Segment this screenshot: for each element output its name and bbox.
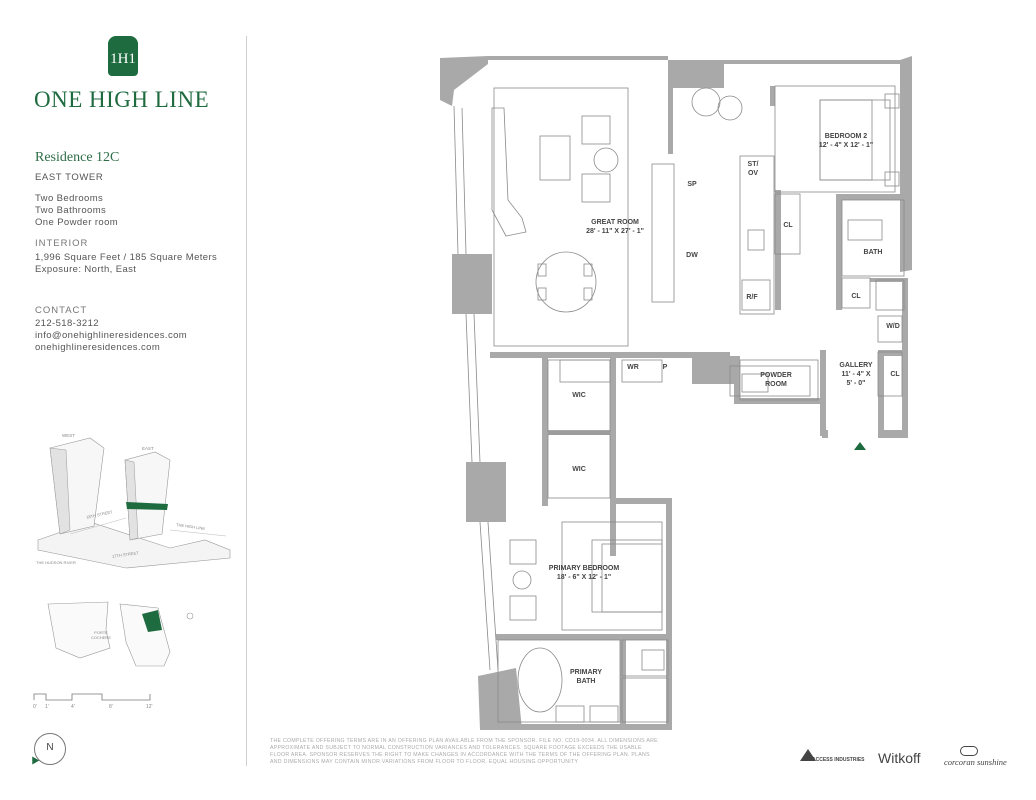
scale-mark: 1' xyxy=(45,704,49,710)
room-name: ROOM xyxy=(765,381,787,388)
legal-disclaimer: THE COMPLETE OFFERING TERMS ARE IN AN OF… xyxy=(270,738,658,765)
appliance-dw: DW xyxy=(686,252,698,259)
room-name: GREAT ROOM xyxy=(591,219,639,226)
room-bedroom-2: BEDROOM 2 12' - 4" X 12' - 1" xyxy=(796,132,896,150)
room-primary-bedroom: PRIMARY BEDROOM 18' - 6" X 12' - 1" xyxy=(528,564,640,582)
access-industries-logo-icon xyxy=(800,749,816,761)
floor-plan xyxy=(440,56,912,730)
brand-name: ONE HIGH LINE xyxy=(34,87,210,112)
room-closet: CL xyxy=(890,371,900,378)
contact-heading: CONTACT xyxy=(35,305,88,316)
appliance-st-ov: ST/ OV xyxy=(738,160,768,178)
contact-email[interactable]: info@onehighlineresidences.com xyxy=(35,330,188,341)
room-pantry: P xyxy=(662,364,668,371)
room-dims: 11' - 4" X xyxy=(841,371,871,378)
scale-bar xyxy=(33,693,151,701)
room-dims: 5' - 0" xyxy=(846,380,866,387)
feature-item: Two Bathrooms xyxy=(35,205,107,216)
interior-exposure: Exposure: North, East xyxy=(35,264,137,275)
room-dims: 12' - 4" X 12' - 1" xyxy=(818,142,874,149)
room-name: BEDROOM 2 xyxy=(824,133,868,140)
partner-corcoran-sunshine: corcoran sunshine xyxy=(944,757,1007,767)
room-name: POWDER xyxy=(760,372,792,379)
room-dims: 18' - 6" X 12' - 1" xyxy=(556,574,612,581)
scale-mark: 0' xyxy=(33,704,37,710)
scale-mark: 12' xyxy=(146,704,153,710)
room-closet: CL xyxy=(851,293,861,300)
room-wr: WR xyxy=(627,364,639,371)
room-dims: 28' - 11" X 27' - 1" xyxy=(586,228,644,235)
label-hudson-river: THE HUDSON RIVER xyxy=(36,560,76,565)
room-name: PRIMARY xyxy=(569,669,603,676)
panel-divider xyxy=(246,36,247,766)
interior-area: 1,996 Square Feet / 185 Square Meters xyxy=(35,252,218,263)
appliance-sp: SP xyxy=(687,181,697,188)
scale-mark: 8' xyxy=(109,704,113,710)
label-porte-cochere: PORTE COCHERE xyxy=(90,630,111,640)
room-name: GALLERY xyxy=(839,362,873,369)
interior-details: 1,996 Square Feet / 185 Square Meters Ex… xyxy=(35,252,217,276)
room-bath: BATH xyxy=(863,249,883,256)
room-powder: POWDER ROOM xyxy=(746,371,806,389)
residence-title: Residence 12C xyxy=(35,150,120,165)
partner-witkoff: Witkoff xyxy=(878,750,921,766)
compass-north: N xyxy=(46,742,54,753)
brand-logo-mark: 1H1 xyxy=(108,36,138,76)
building-site-illustration xyxy=(37,437,231,569)
partner-access-industries: ACCESS INDUSTRIES xyxy=(812,757,865,763)
feature-item: Two Bedrooms xyxy=(35,193,104,204)
site-plan-map xyxy=(47,601,194,667)
appliance-rf: R/F xyxy=(746,294,758,301)
room-name: PRIMARY BEDROOM xyxy=(548,565,620,572)
room-gallery: GALLERY 11' - 4" X 5' - 0" xyxy=(826,361,886,388)
scale-mark: 4' xyxy=(71,704,75,710)
corcoran-logo-icon xyxy=(960,746,978,756)
room-primary-bath: PRIMARY BATH xyxy=(556,668,616,686)
contact-website[interactable]: onehighlineresidences.com xyxy=(35,342,161,353)
room-closet: CL xyxy=(783,222,793,229)
svg-text:1H1: 1H1 xyxy=(110,51,136,67)
feature-item: One Powder room xyxy=(35,217,119,228)
contact-phone[interactable]: 212-518-3212 xyxy=(35,318,99,329)
label-west: WEST xyxy=(62,433,75,438)
room-wic: WIC xyxy=(572,392,586,399)
room-washer-dryer: W/D xyxy=(886,323,900,330)
room-wic: WIC xyxy=(572,466,586,473)
label-east: EAST xyxy=(142,446,154,451)
appliance-label: OV xyxy=(747,170,759,177)
room-name: BATH xyxy=(576,678,596,685)
contact-details: 212-518-3212 info@onehighlineresidences.… xyxy=(35,318,187,354)
compass-icon: N xyxy=(34,733,66,765)
interior-heading: INTERIOR xyxy=(35,238,89,249)
features-list: Two Bedrooms Two Bathrooms One Powder ro… xyxy=(35,193,118,229)
tower-label: EAST TOWER xyxy=(35,172,104,183)
room-great-room: GREAT ROOM 28' - 11" X 27' - 1" xyxy=(555,218,675,236)
appliance-label: ST/ xyxy=(747,161,759,168)
